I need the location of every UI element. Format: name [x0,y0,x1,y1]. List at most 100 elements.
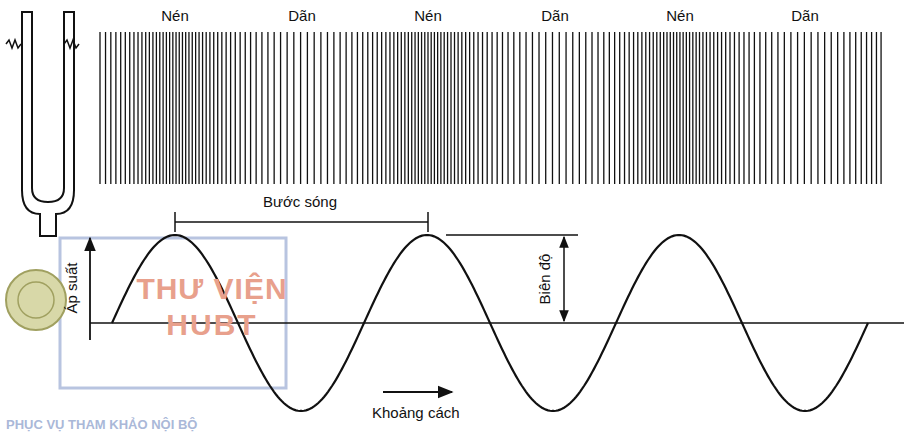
band-stroke [538,32,539,184]
band-stroke [169,32,170,184]
axis-label: Khoảng cách [372,405,460,422]
band-stroke [855,32,856,184]
band-stroke [487,32,488,184]
band-stroke [699,32,700,184]
band-stroke [743,32,744,184]
band-stroke [280,32,281,184]
compression-label: Nén [161,8,189,25]
band-stroke [267,32,268,184]
band-stroke [843,32,844,184]
band-stroke [434,32,435,184]
band-stroke [729,32,730,184]
band-stroke [393,32,394,184]
band-stroke [457,32,458,184]
band-stroke [734,32,735,184]
compression-label: Nén [666,8,694,25]
band-stroke [202,32,203,184]
band-stroke [141,32,142,184]
band-stroke [182,32,183,184]
band-stroke [437,32,438,184]
distance-arrow [383,391,452,393]
band-stroke [702,32,703,184]
band-stroke [660,32,661,184]
band-stroke [444,32,445,184]
band-stroke [502,32,503,184]
band-stroke [307,32,308,184]
rarefaction-label: Dãn [288,8,316,25]
band-stroke [372,32,373,184]
band-stroke [125,32,126,184]
band-stroke [293,32,294,184]
band-stroke [217,32,218,184]
band-stroke [725,32,726,184]
band-stroke [327,32,328,184]
amplitude-guide [446,234,578,236]
band-stroke [377,32,378,184]
band-stroke [585,32,586,184]
band-stroke [235,32,236,184]
band-stroke [614,32,615,184]
band-stroke [230,32,231,184]
band-stroke [717,32,718,184]
band-stroke [133,32,134,184]
rarefaction-label: Dãn [791,8,819,25]
band-stroke [286,32,287,184]
band-stroke [159,32,160,184]
band-stroke [250,32,251,184]
band-stroke [179,32,180,184]
band-stroke [477,32,478,184]
band-stroke [209,32,210,184]
band-stroke [765,32,766,184]
band-stroke [629,32,630,184]
wavelength-bracket [175,221,428,223]
band-stroke [695,32,696,184]
band-stroke [849,32,850,184]
band-stroke [465,32,466,184]
band-stroke [461,32,462,184]
band-stroke [797,32,798,184]
band-stroke [519,32,520,184]
band-stroke [784,32,785,184]
band-stroke [195,32,196,184]
band-stroke [591,32,592,184]
band-stroke [188,32,189,184]
band-stroke [185,32,186,184]
band-stroke [320,32,321,184]
band-stroke [274,32,275,184]
band-stroke [748,32,749,184]
band-stroke [225,32,226,184]
band-stroke [240,32,241,184]
band-stroke [339,32,340,184]
band-stroke [120,32,121,184]
band-stroke [454,32,455,184]
amplitude-arrow [563,237,565,321]
band-stroke [473,32,474,184]
band-stroke [645,32,646,184]
band-stroke [670,32,671,184]
band-stroke [641,32,642,184]
band-stroke [411,32,412,184]
band-stroke [401,32,402,184]
air-pressure-bands [100,32,881,184]
band-stroke [397,32,398,184]
wavelength-label: Bước sóng [261,194,339,211]
band-stroke [314,32,315,184]
band-stroke [817,32,818,184]
band-stroke [663,32,664,184]
band-stroke [513,32,514,184]
watermark: THƯ VIỆN [136,272,287,305]
vibration-mark [6,40,21,48]
band-stroke [491,32,492,184]
band-stroke [866,32,867,184]
band-stroke [686,32,687,184]
band-stroke [692,32,693,184]
band-stroke [213,32,214,184]
band-stroke [619,32,620,184]
band-stroke [572,32,573,184]
amplitude-label: Biên độ [537,254,554,305]
band-stroke [682,32,683,184]
band-stroke [385,32,386,184]
band-stroke [559,32,560,184]
band-stroke [633,32,634,184]
